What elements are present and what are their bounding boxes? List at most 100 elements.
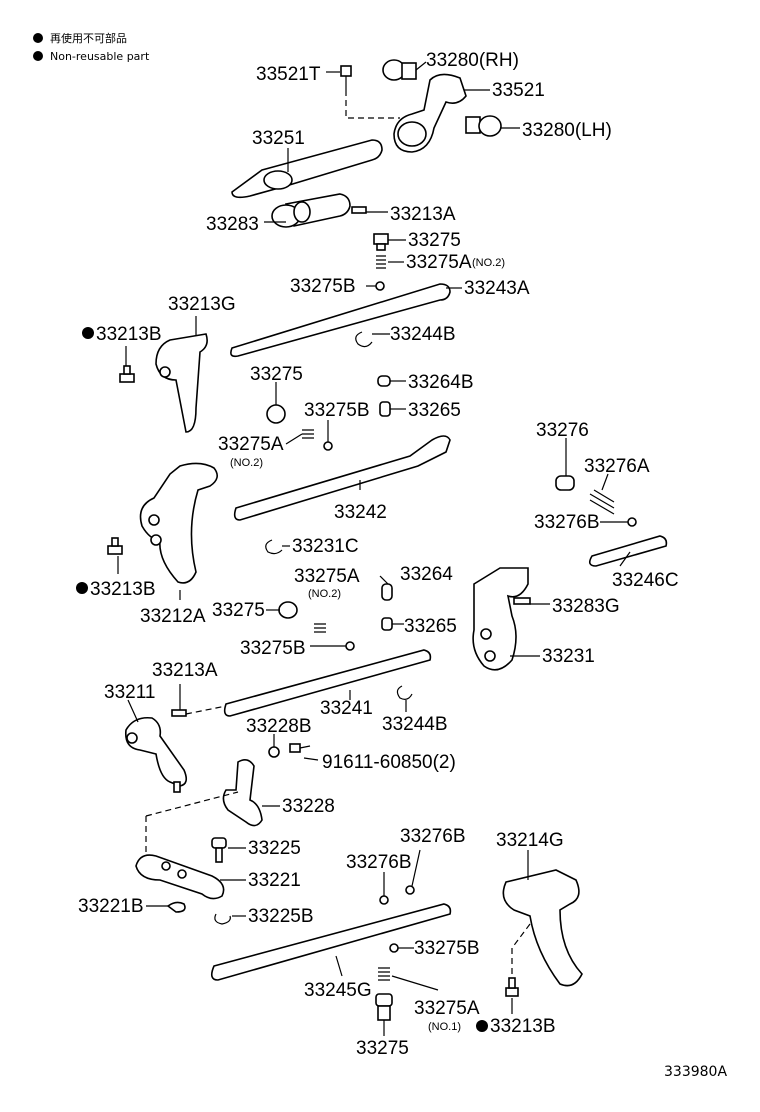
non-reusable-bullet-icon	[82, 327, 94, 339]
part-33521T-bolt	[340, 65, 352, 90]
label-33275A-1: 33275A	[406, 252, 472, 273]
part-33276-screw	[555, 475, 575, 491]
part-33241-shaft	[223, 649, 432, 717]
label-33283G: 33283G	[552, 596, 620, 617]
part-33251-shaft	[231, 139, 383, 199]
label-33213G: 33213G	[168, 294, 236, 315]
label-33275A-2: 33275A	[218, 434, 284, 455]
part-33245G-shaft	[210, 903, 452, 981]
part-33213B-bolt-3	[505, 977, 519, 997]
label-33283: 33283	[206, 214, 259, 235]
part-33244B-clip	[355, 331, 373, 348]
part-labels: 33521T 33280(RH) 33521 33280(LH) 33251 3…	[76, 50, 679, 1059]
part-33211-lever	[124, 716, 188, 793]
label-33211: 33211	[104, 682, 155, 703]
part-33275B-ball-2	[323, 441, 333, 451]
leader-dashed	[345, 90, 400, 119]
legend-line-1: 再使用不可部品	[50, 31, 127, 45]
label-33265-1: 33265	[408, 400, 461, 421]
part-33275-screw-4	[375, 993, 393, 1021]
part-33521-lever	[393, 73, 467, 153]
label-33228B: 33228B	[246, 716, 312, 737]
label-33246C: 33246C	[612, 570, 679, 591]
part-33212A-fork	[139, 462, 218, 584]
label-33264: 33264	[400, 564, 453, 585]
label-91611-60850: 91611-60850(2)	[322, 752, 456, 773]
part-33276B-ball	[627, 517, 637, 527]
non-reusable-bullet-icon	[33, 51, 43, 61]
part-33275A-spring-3	[314, 623, 326, 633]
label-33265-2: 33265	[404, 616, 457, 637]
part-33231-block	[472, 567, 529, 671]
label-33275-1: 33275	[408, 230, 461, 251]
label-33275B-1: 33275B	[290, 276, 356, 297]
part-33228B-collar	[268, 746, 280, 758]
part-33242-shaft	[233, 435, 451, 521]
label-33275-4: 33275	[356, 1038, 409, 1059]
label-33213B-1: 33213B	[96, 324, 162, 345]
label-33241: 33241	[320, 698, 373, 719]
label-33225B: 33225B	[248, 906, 314, 927]
part-33275-screw-3	[278, 601, 298, 619]
part-33275A-spring-2	[302, 429, 314, 439]
label-33244B-1: 33244B	[390, 324, 456, 345]
label-33213B-2: 33213B	[90, 579, 156, 600]
part-33275A-spring	[376, 255, 386, 269]
label-33231C: 33231C	[292, 536, 359, 557]
label-33275A-4-note: (NO.1)	[428, 1021, 461, 1033]
label-33276B-3: 33276B	[346, 852, 412, 873]
label-33275A-2-note: (NO.2)	[230, 457, 263, 469]
part-33275B-ball-3	[345, 641, 355, 651]
label-33275B-3: 33275B	[240, 638, 306, 659]
part-33213B-bolt-1	[119, 365, 135, 383]
label-33276B-1: 33276B	[534, 512, 600, 533]
part-33213A-pin	[351, 206, 367, 214]
part-33275B-ball-4	[389, 943, 399, 953]
label-33213B-3: 33213B	[490, 1016, 556, 1037]
label-33264B: 33264B	[408, 372, 474, 393]
label-33521: 33521	[492, 80, 545, 101]
part-33221-lever	[135, 854, 225, 900]
label-33275-3: 33275	[212, 600, 265, 621]
label-33242: 33242	[334, 502, 387, 523]
part-33276B-ball-2	[379, 895, 389, 905]
part-33265-pin	[379, 401, 391, 417]
label-33276B-2: 33276B	[400, 826, 466, 847]
label-33212A: 33212A	[140, 606, 206, 627]
label-33245G: 33245G	[304, 980, 372, 1001]
label-33225: 33225	[248, 838, 301, 859]
figure-code: 333980A	[664, 1064, 727, 1080]
part-33275A-spring-4	[378, 967, 390, 981]
part-33214G-fork	[502, 869, 583, 987]
part-33213G-fork	[155, 333, 208, 433]
leader-dashed-5	[511, 923, 531, 980]
label-33280-rh: 33280(RH)	[426, 50, 519, 71]
part-33244B-clip-2	[396, 685, 413, 700]
part-33275-screw	[373, 233, 389, 251]
part-33276B-ball-3	[405, 885, 415, 895]
part-33283G-pin	[513, 597, 531, 605]
part-33265-pin-2	[381, 617, 393, 631]
label-33275A-3-note: (NO.2)	[308, 588, 341, 600]
label-33214G: 33214G	[496, 830, 564, 851]
non-reusable-bullet-icon	[33, 33, 43, 43]
part-33213A-pin-2	[171, 709, 187, 717]
non-reusable-bullet-icon	[76, 582, 88, 594]
label-33213A-2: 33213A	[152, 660, 218, 681]
leader-lines	[117, 61, 631, 1036]
legend-line-2: Non-reusable part	[50, 50, 150, 63]
part-33275-screw-2	[266, 404, 286, 424]
leader-dashed-3	[145, 791, 239, 817]
label-33275A-1-note: (NO.2)	[472, 257, 505, 269]
label-33275A-4: 33275A	[414, 998, 480, 1019]
part-33275B-ball	[375, 281, 385, 291]
label-33221: 33221	[248, 870, 301, 891]
label-33221B: 33221B	[78, 896, 144, 917]
non-reusable-bullet-icon	[476, 1020, 488, 1032]
label-33243A: 33243A	[464, 278, 530, 299]
part-33221B-clip	[166, 901, 186, 913]
label-33244B-2: 33244B	[382, 714, 448, 735]
label-33280-lh: 33280(LH)	[522, 120, 612, 141]
